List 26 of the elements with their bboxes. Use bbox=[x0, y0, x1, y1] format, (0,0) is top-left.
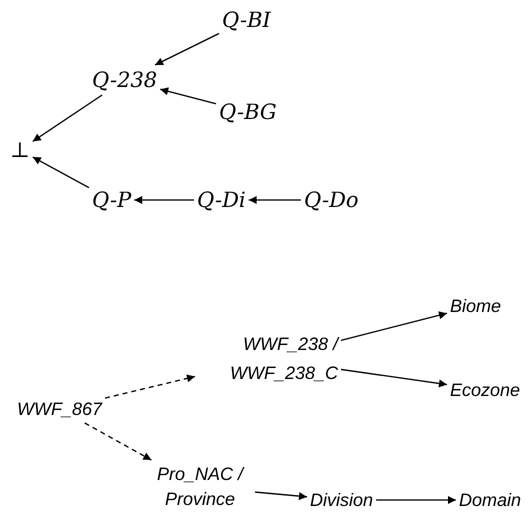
arrow bbox=[160, 87, 216, 104]
arrow bbox=[134, 196, 194, 204]
node-label: Q-P bbox=[92, 187, 132, 213]
node-label: WWF_238 / WWF_238_C bbox=[198, 330, 338, 388]
node-label: Q-238 bbox=[92, 67, 158, 93]
arrow bbox=[32, 94, 103, 142]
arrow bbox=[248, 196, 301, 204]
node-label: ⊥ bbox=[10, 137, 30, 163]
arrow bbox=[154, 32, 220, 66]
node-label: Q-Di bbox=[197, 187, 246, 213]
node-label: Biome bbox=[450, 294, 502, 318]
node-label: Ecozone bbox=[450, 378, 520, 402]
arrow bbox=[104, 374, 196, 399]
node-label: Q-Do bbox=[304, 187, 359, 213]
arrow bbox=[254, 491, 308, 500]
node-label: Domain bbox=[459, 488, 522, 512]
arrow bbox=[32, 156, 90, 188]
node-label: Q-BI bbox=[222, 7, 271, 33]
node-label: Pro_NAC / Province bbox=[148, 462, 252, 512]
arrow bbox=[84, 422, 152, 461]
node-label: WWF_867 bbox=[17, 397, 102, 421]
arrow bbox=[340, 311, 448, 341]
arrow bbox=[376, 496, 456, 504]
arrow bbox=[340, 368, 448, 388]
node-label: Division bbox=[310, 488, 374, 512]
node-label: Q-BG bbox=[219, 99, 277, 125]
